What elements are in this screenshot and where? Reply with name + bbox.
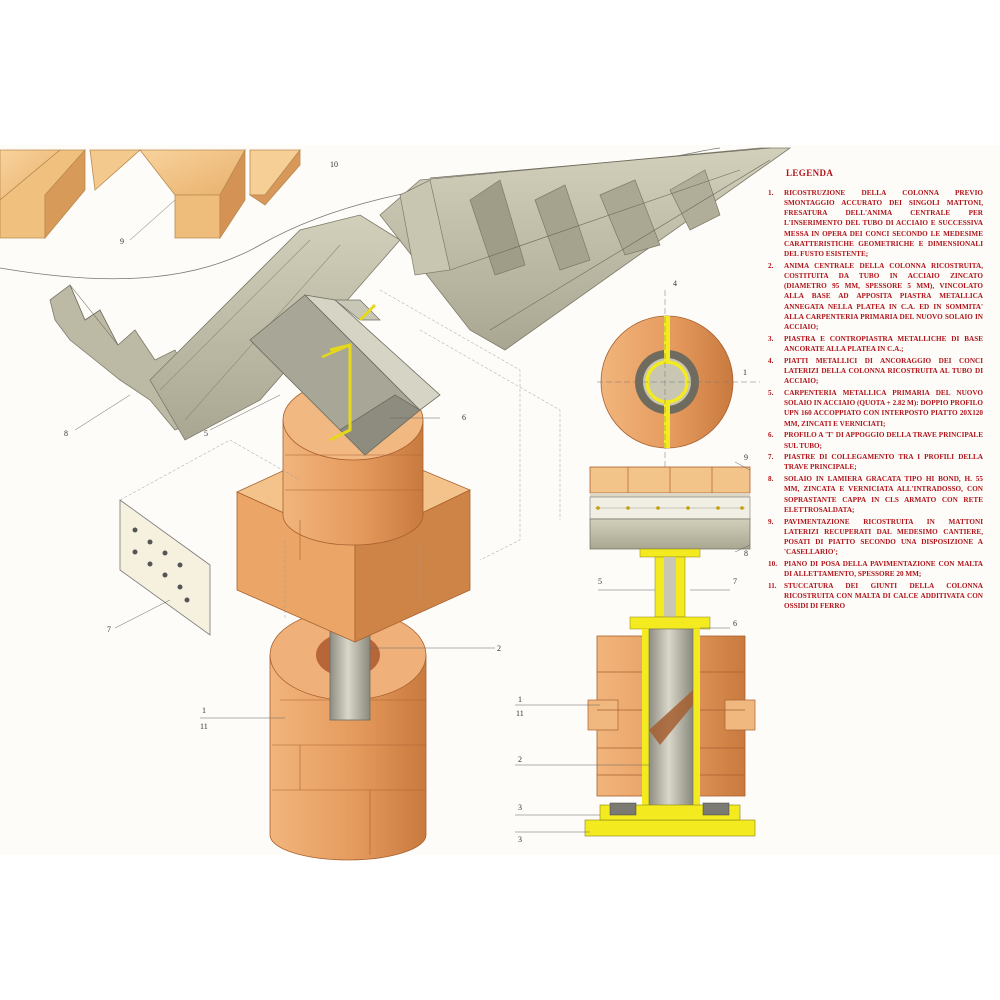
callout-5-section: 5 xyxy=(598,577,602,586)
leader-lines xyxy=(74,199,751,833)
callout-6-section: 6 xyxy=(733,619,737,628)
callout-9-section: 9 xyxy=(744,453,748,462)
legend-item: 9.PAVIMENTAZIONE RICOSTRUITA IN MATTONI … xyxy=(768,517,983,557)
callout-1: 1 xyxy=(202,706,206,715)
column-plan-section xyxy=(597,290,760,470)
construction-lines xyxy=(119,289,561,620)
callout-3b-section: 3 xyxy=(518,835,522,844)
legend-item: 8.SOLAIO IN LAMIERA GRACATA TIPO HI BOND… xyxy=(768,475,983,514)
callout-1-plan: 1 xyxy=(743,368,747,377)
floor-tiles-axonometric xyxy=(0,148,301,240)
callout-numbers: 10 9 8 5 6 7 2 1 11 4 1 9 8 5 7 6 1 11 2… xyxy=(64,160,748,844)
callout-4: 4 xyxy=(673,279,677,288)
callout-11-section: 11 xyxy=(516,709,524,718)
legend-item: 4.PIATTI METALLICI DI ANCORAGGIO DEI CON… xyxy=(768,356,983,386)
connection-plate xyxy=(119,499,211,636)
callout-2: 2 xyxy=(497,644,501,653)
legend-list: 1.RICOSTRUZIONE DELLA COLONNA PREVIO SMO… xyxy=(768,188,983,612)
callout-6: 6 xyxy=(462,413,466,422)
callout-7-section: 7 xyxy=(733,577,737,586)
callout-8-section: 8 xyxy=(744,549,748,558)
callout-10: 10 xyxy=(330,160,338,169)
legend-item: 1.RICOSTRUZIONE DELLA COLONNA PREVIO SMO… xyxy=(768,188,983,259)
callout-2-section: 2 xyxy=(518,755,522,764)
callout-9: 9 xyxy=(120,237,124,246)
legend-item: 7.PIASTRE DI COLLEGAMENTO TRA I PROFILI … xyxy=(768,453,983,472)
legend-panel: LEGENDA 1.RICOSTRUZIONE DELLA COLONNA PR… xyxy=(768,167,983,613)
legend-item: 3.PIASTRA E CONTROPIASTRA METALLICHE DI … xyxy=(768,334,983,354)
legend-item: 2.ANIMA CENTRALE DELLA COLONNA RICOSTRUI… xyxy=(768,261,983,332)
column-vertical-section xyxy=(584,466,756,837)
callout-1-section: 1 xyxy=(518,695,522,704)
reconstructed-column-axonometric xyxy=(236,294,471,861)
legend-item: 11.STUCCATURA DEI GIUNTI DELLA COLONNA R… xyxy=(768,581,983,611)
callout-5: 5 xyxy=(204,429,208,438)
legend-item: 6.PROFILO A 'T' DI APPOGGIO DELLA TRAVE … xyxy=(768,431,983,450)
callout-11: 11 xyxy=(200,722,208,731)
callout-8: 8 xyxy=(64,429,68,438)
callout-3-section: 3 xyxy=(518,803,522,812)
legend-item: 10.PIANO DI POSA DELLA PAVIMENTAZIONE CO… xyxy=(768,559,983,579)
callout-7: 7 xyxy=(107,625,111,634)
legend-title: LEGENDA xyxy=(786,168,834,178)
legend-item: 5.CARPENTERIA METALLICA PRIMARIA DEL NUO… xyxy=(768,388,983,428)
